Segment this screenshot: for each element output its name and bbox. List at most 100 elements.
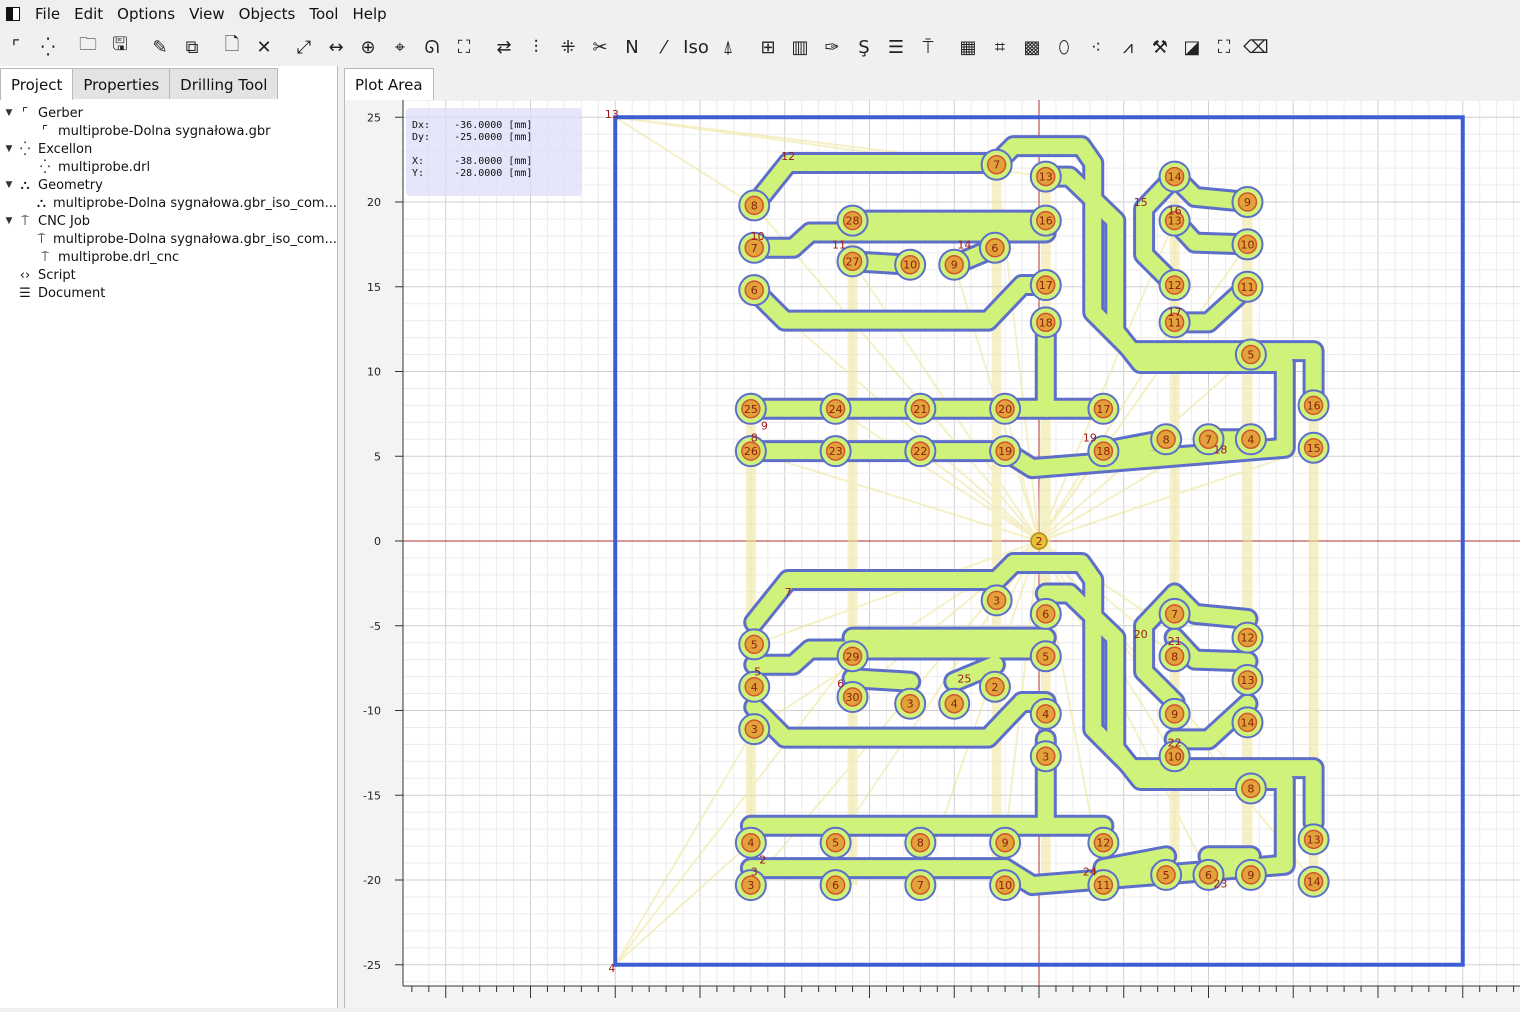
paint-icon[interactable]: ⁄ xyxy=(662,36,666,58)
pad-drill xyxy=(1303,871,1324,892)
compass-icon[interactable]: ⩘ xyxy=(1122,36,1134,58)
tab-properties[interactable]: Properties xyxy=(72,68,171,99)
pad-drill xyxy=(1093,441,1114,461)
menu-file[interactable]: File xyxy=(35,5,61,23)
tree-item[interactable]: ‹›Script xyxy=(0,266,337,284)
copper-fill-icon[interactable]: ⬯ xyxy=(1058,36,1070,58)
tree-item[interactable]: ⍑multiprobe-Dolna sygnałowa.gbr_iso_com.… xyxy=(0,230,338,248)
pad-number: 13 xyxy=(1039,171,1053,184)
tool-icon[interactable]: ⚒ xyxy=(1151,36,1169,58)
drill-icon[interactable]: ▥ xyxy=(791,36,809,58)
menu-tool[interactable]: Tool xyxy=(309,5,339,23)
save-icon[interactable]: 🖫 xyxy=(112,34,128,55)
transform-icon[interactable]: ⇄ xyxy=(496,36,512,58)
pad-drill xyxy=(1237,234,1258,255)
solder-paste-icon[interactable]: ✑ xyxy=(824,36,840,58)
invert-icon[interactable]: ◪ xyxy=(1183,36,1201,58)
sub-icon[interactable]: Ş xyxy=(858,36,870,58)
pad-number: 12 xyxy=(1168,279,1182,292)
origin-icon[interactable]: ⊕ xyxy=(360,36,376,58)
tree-item[interactable]: ☰Document xyxy=(0,284,337,302)
pad-drill xyxy=(1036,604,1056,624)
tab-drilling-tool[interactable]: Drilling Tool xyxy=(169,68,279,99)
menu-options[interactable]: Options xyxy=(117,5,176,23)
locate-icon[interactable]: ⛶ xyxy=(457,36,471,58)
pad-drill xyxy=(1036,646,1056,667)
fiducials-icon[interactable]: ⁖ xyxy=(1090,36,1102,58)
pad-drill xyxy=(1036,704,1056,724)
edit-pencil-icon[interactable]: ✎ xyxy=(152,36,168,58)
gerber-icon: ⌜ xyxy=(21,105,29,121)
pad-drill xyxy=(1093,832,1114,853)
tree-item[interactable]: ⛬multiprobe-Dolna sygnałowa.gbr_iso_com.… xyxy=(0,194,337,212)
pad-drill xyxy=(1303,395,1324,416)
pad-number: 6 xyxy=(1205,869,1212,882)
tree-item[interactable]: ▼⍑CNC Job xyxy=(0,212,337,230)
pad-drill xyxy=(995,832,1015,853)
tree-item[interactable]: ▼⁛Excellon xyxy=(0,140,337,158)
new-document-icon[interactable]: 🗋 xyxy=(224,34,240,55)
tab-project[interactable]: Project xyxy=(0,68,74,100)
tree-item[interactable]: ⁛multiprobe.drl xyxy=(0,158,337,176)
crop-icon[interactable]: ⌗ xyxy=(994,36,1006,58)
cnc-job-icon: ⍑ xyxy=(21,213,29,229)
menu-help[interactable]: Help xyxy=(352,5,387,23)
expand-arrow-icon[interactable]: ▼ xyxy=(5,144,13,154)
menu-objects[interactable]: Objects xyxy=(238,5,296,23)
pad-number: 5 xyxy=(1042,650,1049,663)
qrcode-icon[interactable]: ▩ xyxy=(1023,36,1041,58)
resize-icon[interactable]: ⤢ xyxy=(296,36,312,58)
gerber-icon[interactable]: ⌜ xyxy=(11,36,21,58)
expand-arrow-icon[interactable]: ▼ xyxy=(5,108,13,118)
y-tick-label: 15 xyxy=(367,281,381,294)
pad-drill xyxy=(985,677,1005,697)
pad-drill xyxy=(1241,865,1261,885)
app-icon xyxy=(6,7,20,21)
excellon-icon[interactable]: ⁛ xyxy=(40,36,56,58)
pad-drill xyxy=(1237,192,1258,212)
pad-drill xyxy=(1036,275,1056,295)
pad-drill xyxy=(825,875,846,895)
tree-item[interactable]: ⌜multiprobe-Dolna sygnałowa.gbr xyxy=(0,122,337,140)
menu-view[interactable]: View xyxy=(189,5,225,23)
delete-icon[interactable]: ✕ xyxy=(256,36,272,58)
pad-drill xyxy=(1164,166,1185,187)
iso-icon[interactable]: Iso xyxy=(683,36,709,58)
calculator-icon[interactable]: ▦ xyxy=(959,36,977,58)
expand-arrow-icon[interactable]: ▼ xyxy=(5,216,13,226)
ncc-icon[interactable]: N xyxy=(625,36,639,58)
panelize-icon[interactable]: ⍋ xyxy=(722,36,734,58)
path-order-label: 22 xyxy=(1168,737,1182,750)
open-folder-icon[interactable]: 🗀 xyxy=(79,34,97,55)
pad-number: 9 xyxy=(1171,708,1178,721)
jump-icon[interactable]: ᘏ xyxy=(424,36,440,58)
eraser-icon[interactable]: ⌫ xyxy=(1243,36,1269,58)
pad-number: 9 xyxy=(951,259,958,272)
target-icon[interactable]: ⌖ xyxy=(394,36,406,58)
tree-item[interactable]: ▼⛬Geometry xyxy=(0,176,337,194)
probe-icon[interactable]: ⍑ xyxy=(922,36,934,58)
expand-arrow-icon[interactable]: ▼ xyxy=(5,180,13,190)
copy-object-icon[interactable]: ⧉ xyxy=(185,36,199,58)
tree-item[interactable]: ▼⌜Gerber xyxy=(0,104,337,122)
fullscreen-icon[interactable]: ⛶ xyxy=(1217,36,1231,58)
project-tree: ▼⌜Gerber⌜multiprobe-Dolna sygnałowa.gbr▼… xyxy=(0,104,337,302)
cut-icon[interactable]: ✂ xyxy=(592,36,608,58)
mirror-icon[interactable]: ⫶ xyxy=(533,36,539,58)
tree-item[interactable]: ⍑multiprobe.drl_cnc xyxy=(0,248,337,266)
pad-number: 3 xyxy=(747,879,754,892)
pad-drill xyxy=(900,693,920,714)
pad-drill xyxy=(825,832,846,853)
tab-plot-area[interactable]: Plot Area xyxy=(344,68,434,100)
distance-icon[interactable]: ↔ xyxy=(328,36,344,58)
pad-number: 9 xyxy=(1247,869,1254,882)
menu-edit[interactable]: Edit xyxy=(74,5,104,23)
menu-bar: File Edit Options View Objects Tool Help xyxy=(0,0,1520,28)
align-icon[interactable]: ⁜ xyxy=(560,36,576,58)
rules-icon[interactable]: ☰ xyxy=(887,36,905,58)
film-icon[interactable]: ⊞ xyxy=(760,36,776,58)
excellon-icon: ⁛ xyxy=(39,159,51,175)
